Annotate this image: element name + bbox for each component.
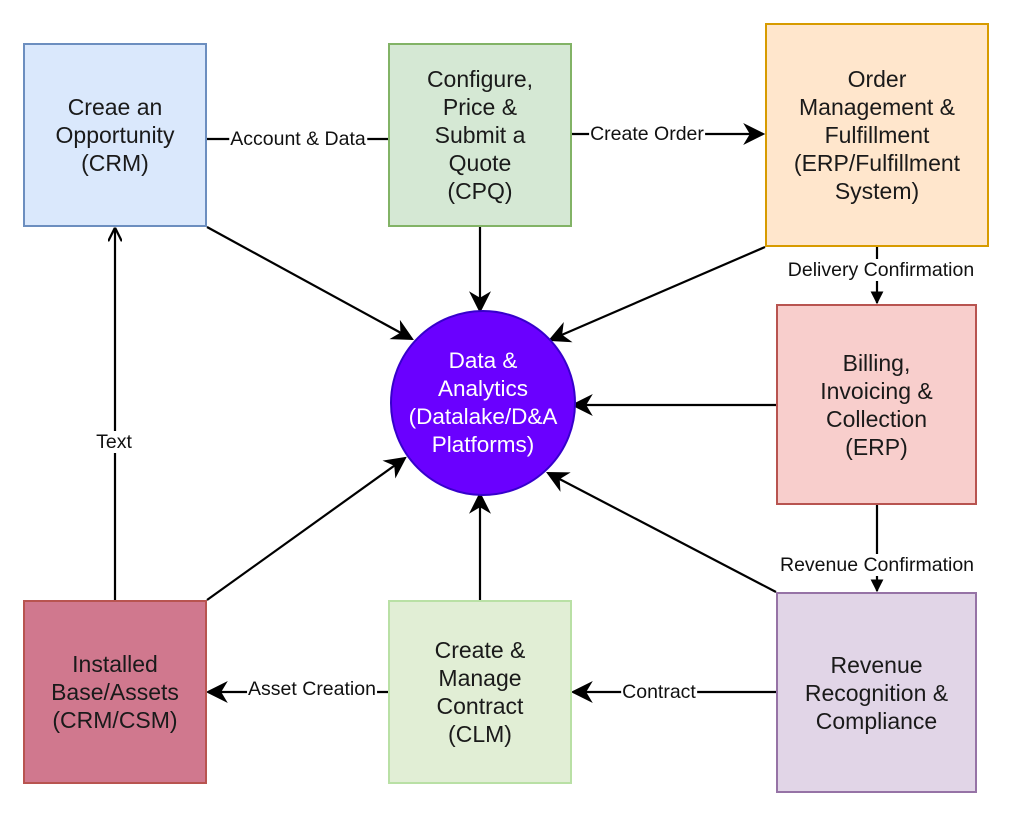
node-installed-base[interactable]: Installed Base/Assets (CRM/CSM): [23, 600, 207, 784]
edge-order-data: [547, 245, 766, 343]
node-billing-invoicing[interactable]: Billing, Invoicing & Collection (ERP): [776, 304, 977, 505]
edge-revrec-data: [546, 471, 777, 593]
node-contract-management[interactable]: Create & Manage Contract (CLM): [388, 600, 572, 784]
edge-label-asset-creation: Asset Creation: [247, 678, 377, 700]
edge-label-create-order: Create Order: [589, 123, 705, 145]
edge-label-delivery-confirmation: Delivery Confirmation: [786, 259, 976, 281]
edge-label-text: Text: [95, 431, 133, 453]
edge-label-contract: Contract: [621, 681, 697, 703]
edge-crm-data: [206, 226, 414, 341]
edge-installed-data: [206, 456, 407, 601]
node-order-management[interactable]: Order Management & Fulfillment (ERP/Fulf…: [765, 23, 989, 247]
node-configure-price-quote[interactable]: Configure, Price & Submit a Quote (CPQ): [388, 43, 572, 227]
edge-label-revenue-confirmation: Revenue Confirmation: [778, 554, 976, 576]
edge-label-account-data: Account & Data: [229, 128, 367, 150]
node-data-analytics[interactable]: Data & Analytics (Datalake/D&A Platforms…: [390, 310, 576, 496]
node-revenue-recognition[interactable]: Revenue Recognition & Compliance: [776, 592, 977, 793]
node-create-opportunity[interactable]: Creae an Opportunity (CRM): [23, 43, 207, 227]
